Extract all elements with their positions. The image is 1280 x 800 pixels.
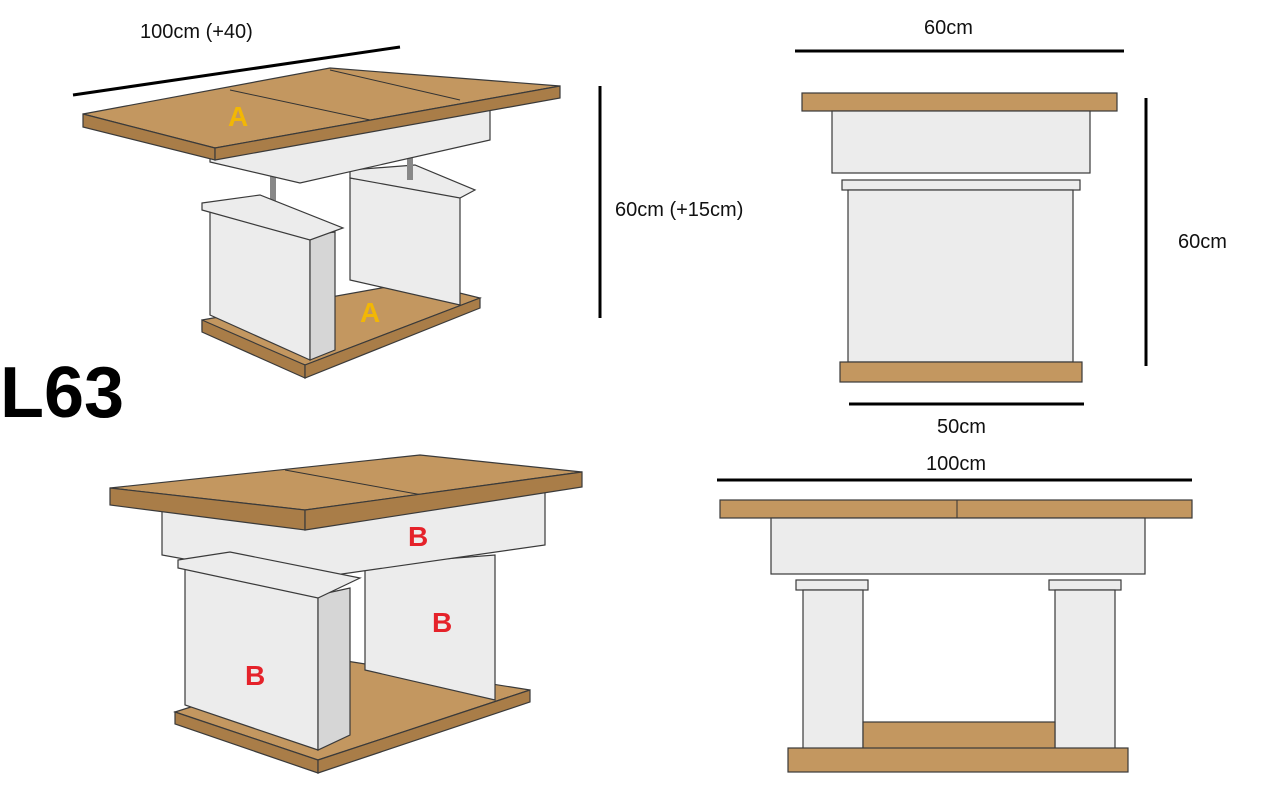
view-side: 60cm 60cm 50cm <box>795 17 1227 438</box>
front-leg-right <box>1054 589 1116 755</box>
dimension-height-adjustable: 60cm (+15cm) <box>615 199 743 221</box>
leg-back-cap <box>349 164 477 199</box>
side-leg-cap <box>841 179 1081 191</box>
dimension-line-length <box>72 45 401 97</box>
dimension-side-height: 60cm <box>1178 231 1227 253</box>
side-apron <box>831 110 1091 174</box>
side-base <box>839 361 1083 383</box>
front-tabletop <box>719 499 1193 519</box>
side-tabletop <box>801 92 1118 112</box>
front-base <box>787 747 1129 773</box>
label-base-extension: A <box>360 297 380 328</box>
view-isometric-closed: B B B <box>109 454 583 774</box>
leg-back <box>349 177 461 306</box>
side-leg <box>847 189 1074 363</box>
tabletop-edge-front <box>214 85 561 161</box>
label-leg-right: B <box>432 607 452 638</box>
front-leg-right-cap <box>1048 579 1122 591</box>
leg-front-cap <box>201 194 345 241</box>
view-front: 100cm <box>717 453 1193 773</box>
dimension-length-extended: 100cm (+40) <box>140 21 253 43</box>
lift-piston-front <box>270 170 276 215</box>
closed-leg-front-cap <box>177 551 362 599</box>
closed-leg-front-side <box>317 587 351 751</box>
view-isometric-extended: 100cm (+40) A A 60cm (+15cm) <box>72 21 743 379</box>
lift-piston-back <box>407 150 413 180</box>
front-leg-left <box>802 589 864 755</box>
leg-front-side <box>309 231 336 361</box>
front-leg-left-cap <box>795 579 869 591</box>
tabletop-seam-2 <box>329 69 461 101</box>
dimension-side-top-width: 60cm <box>924 17 973 39</box>
closed-tabletop-edge-front <box>304 471 583 531</box>
label-apron: B <box>408 521 428 552</box>
closed-base-edge-front <box>317 689 531 774</box>
dimension-side-base-width: 50cm <box>937 416 986 438</box>
dimension-front-length: 100cm <box>926 453 986 475</box>
label-top-extension: A <box>228 101 248 132</box>
label-leg-left: B <box>245 660 265 691</box>
front-apron <box>770 517 1146 575</box>
tabletop-seam-1 <box>229 89 371 121</box>
model-name: L63 <box>0 353 124 433</box>
base-edge-front <box>304 297 481 379</box>
